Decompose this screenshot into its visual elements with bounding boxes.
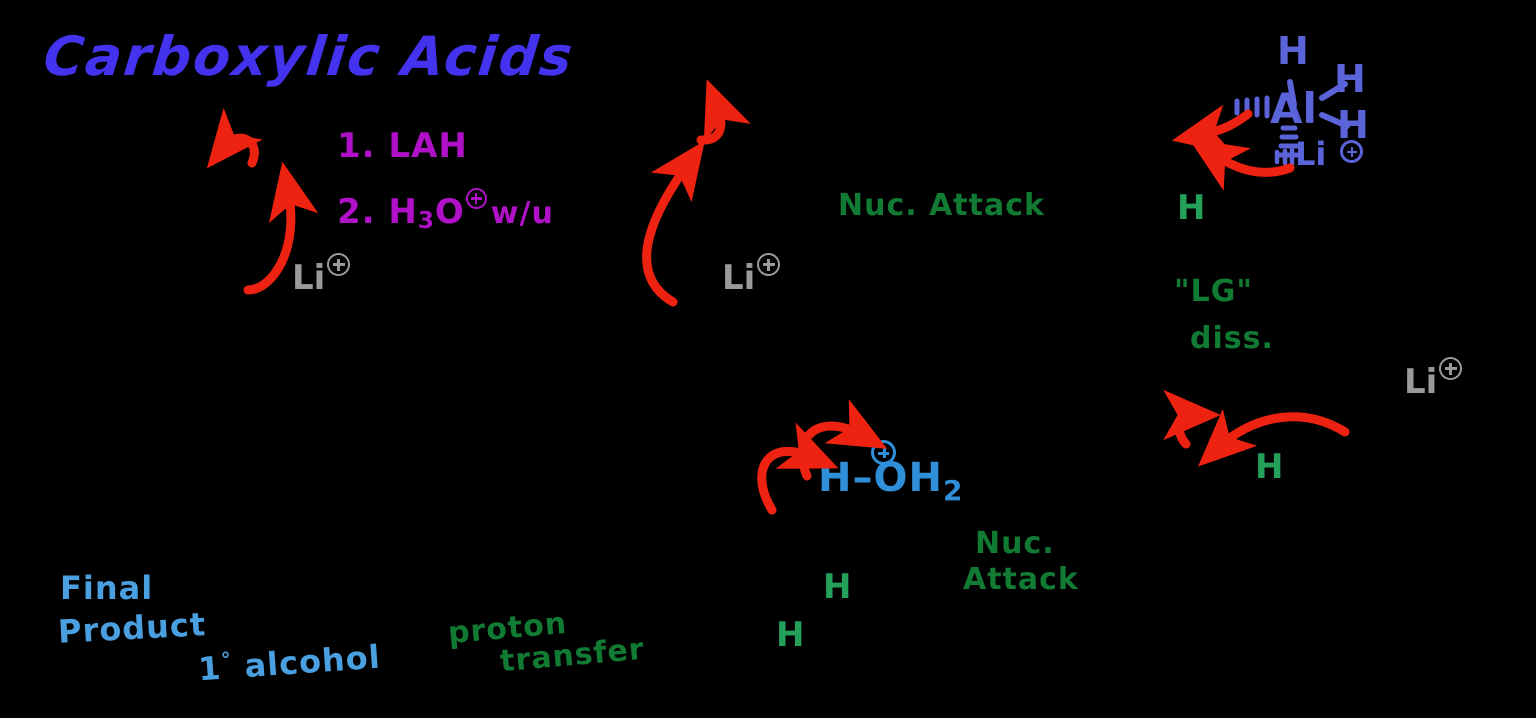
plus-circle-icon [465,188,487,209]
reagent-step-2-oxygen: O [434,192,465,232]
alh4-hydrogen-right-upper: H [1334,57,1366,101]
plus-circle-icon [757,253,781,276]
arrow-left-hydride-attack [243,161,319,295]
lithium-cation-2: Li [722,253,781,298]
plus-circle-icon [871,440,896,465]
aluminum-center-label: Al [1270,84,1317,133]
annotation-nuc-attack-2-line2: Attack [963,562,1079,597]
arrow-curl-right-bottom [1163,389,1221,449]
hash-wedge-icon [1234,95,1270,119]
arrow-curl-top-left [206,107,263,169]
lithium-cation-3: Li [1404,357,1463,402]
lithium-cation-1-label: Li [292,258,326,298]
annotation-nuc-attack-2-line1: Nuc. [975,526,1055,561]
arrow-alh4-hydride-out [1171,104,1253,155]
reagent-step-2-subscript: 3 [417,208,435,234]
hash-wedge-icon [1274,147,1295,167]
plus-circle-icon [1340,140,1363,163]
oxonium-h2-label: H [908,455,943,501]
alcohol-degree-number: 1 [196,648,223,689]
oxonium-ion-structure: H–OH2 [818,458,963,505]
reagent-step-1: 1. LAH [337,126,468,166]
arrow-alh4-to-carbonyl [1188,138,1295,191]
lithium-cation-3-label: Li [1404,362,1438,402]
oxonium-h2-subscript: 2 [942,474,964,507]
final-product-line1: Final [60,569,154,607]
degree-symbol-icon: ° [220,647,233,672]
annotation-lg-label: "LG" [1174,274,1253,309]
page-title: Carboxylic Acids [40,25,578,88]
lithium-cation-1: Li [292,253,351,298]
alcohol-word: alcohol [243,637,382,686]
hydride-h-3: H [823,567,852,607]
hydride-h-2: H [1255,447,1284,487]
arrow-proton-transfer-left [757,422,839,515]
hydride-h-4: H [776,615,805,655]
alh4-counter-ion-lithium: Li [1295,135,1327,173]
reagent-step-2-prefix: 2. H [337,192,418,232]
plus-circle-icon [327,253,351,276]
oxonium-bond-icon: – [852,455,874,501]
final-product-line2: Product [57,605,208,651]
oxonium-o-label: O [873,455,909,501]
arrow-right-protonation [1197,408,1350,467]
oxonium-h-label: H [818,455,853,501]
reagent-workup-label: w/u [490,196,554,231]
alh4-hydrogen-top: H [1277,29,1309,73]
primary-alcohol-label: 1° alcohol [196,637,382,689]
plus-circle-icon [1439,357,1463,380]
lithium-cation-2-label: Li [722,258,756,298]
annotation-lg-dissociation: diss. [1190,321,1274,356]
arrow-center-nuc-attack [642,140,705,307]
arrow-curl-center-top [696,79,751,145]
annotation-nuc-attack-1: Nuc. Attack [838,188,1045,223]
alh4-hydrogen-right-lower: H [1337,103,1369,147]
hydride-h-1: H [1177,188,1206,228]
